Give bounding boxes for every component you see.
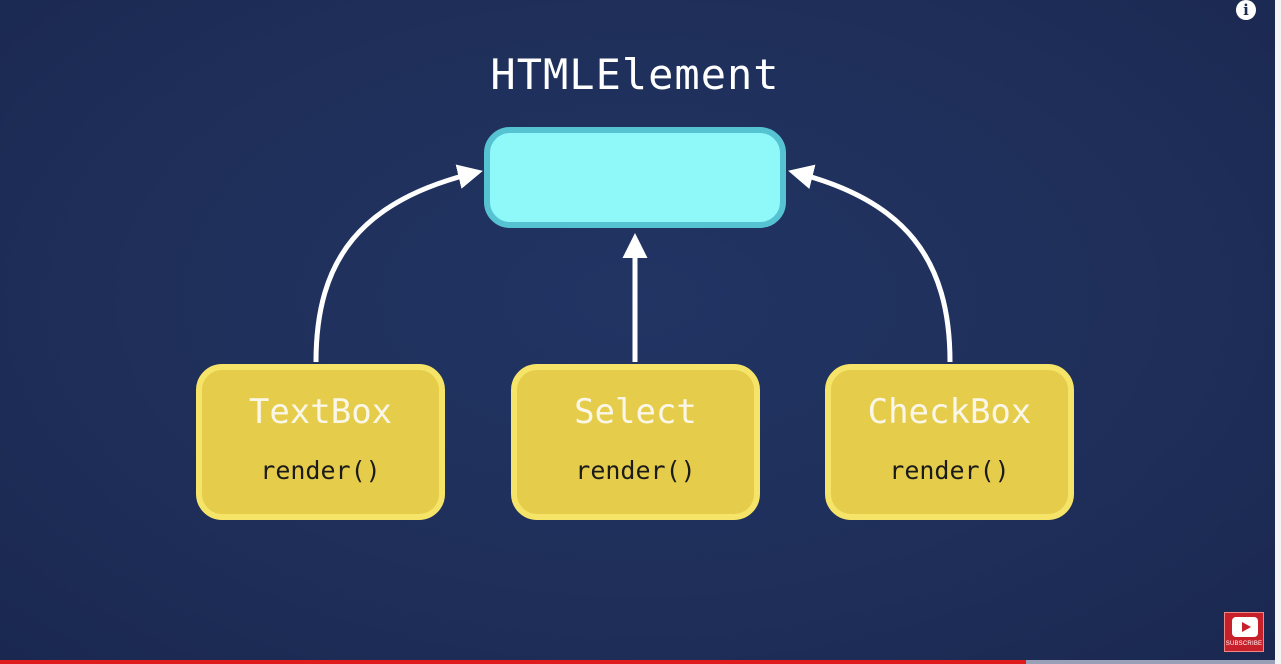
child-class-select: Select render() — [511, 364, 760, 520]
right-edge-strip — [1275, 0, 1281, 664]
parent-class-title: HTMLElement — [490, 50, 780, 99]
child-class-method: render() — [889, 456, 1010, 485]
play-icon — [1232, 617, 1258, 637]
child-class-checkbox: CheckBox render() — [825, 364, 1074, 520]
progress-fill — [0, 660, 1027, 664]
subscribe-button[interactable]: SUBSCRIBE — [1224, 612, 1264, 652]
info-icon[interactable]: i — [1236, 0, 1256, 20]
subscribe-label: SUBSCRIBE — [1225, 641, 1263, 647]
arrow-checkbox-to-parent — [788, 164, 953, 363]
parent-class-box — [484, 127, 786, 228]
child-class-textbox: TextBox render() — [196, 364, 445, 520]
child-class-name: Select — [574, 392, 697, 432]
progress-bar[interactable] — [0, 660, 1275, 664]
child-class-method: render() — [260, 456, 381, 485]
child-class-name: CheckBox — [867, 392, 1032, 432]
child-class-method: render() — [575, 456, 696, 485]
child-class-name: TextBox — [248, 392, 393, 432]
arrow-textbox-to-parent — [313, 164, 483, 363]
